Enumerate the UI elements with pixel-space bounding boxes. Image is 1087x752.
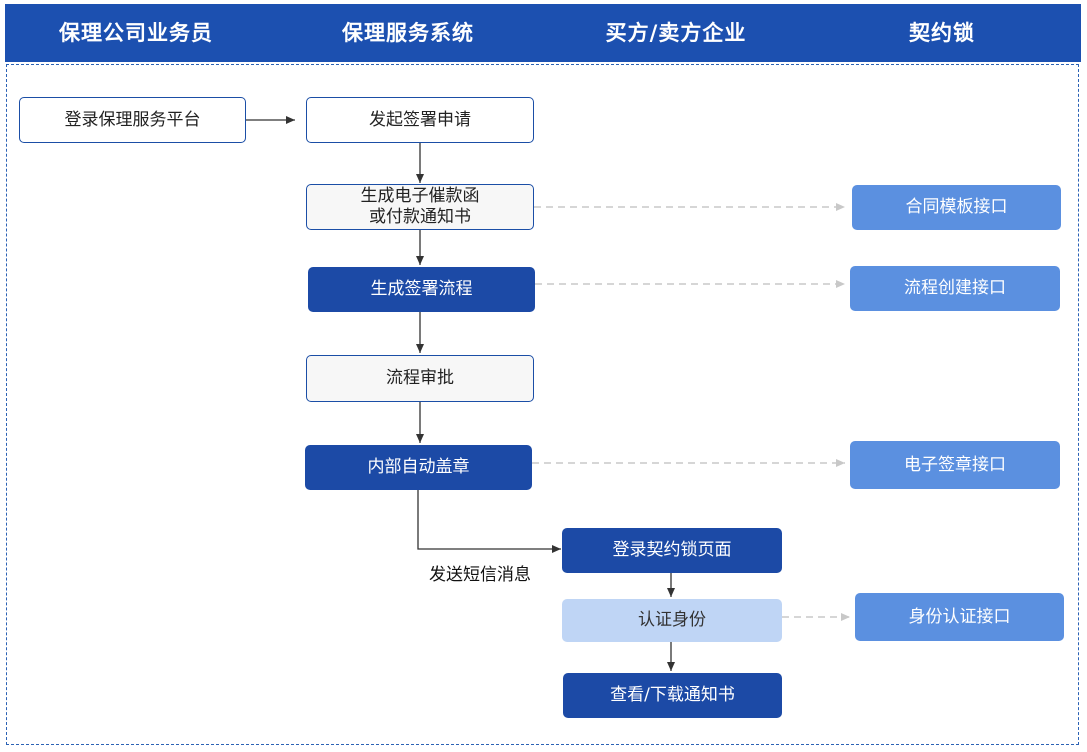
node-api-template: 合同模板接口	[852, 185, 1061, 230]
node-gen-letter-line1: 生成电子催款函	[360, 186, 480, 206]
node-view-download: 查看/下载通知书	[563, 673, 782, 718]
node-login-qys: 登录契约锁页面	[562, 528, 782, 573]
edge-seal-to-login-qys	[417, 490, 561, 553]
node-login-platform: 登录保理服务平台	[19, 97, 246, 143]
node-api-esign: 电子签章接口	[850, 441, 1060, 489]
node-start-sign: 发起签署申请	[306, 97, 534, 143]
lane-title-factoring-system: 保理服务系统	[342, 21, 474, 45]
lane-title-buyer-seller: 买方/卖方企业	[605, 21, 747, 45]
swimlane-header: 保理公司业务员 保理服务系统 买方/卖方企业 契约锁	[5, 4, 1081, 62]
edge-label-send-sms: 发送短信消息	[429, 565, 531, 585]
node-api-flow-create: 流程创建接口	[850, 266, 1060, 311]
node-gen-flow: 生成签署流程	[308, 267, 535, 312]
node-approval: 流程审批	[306, 355, 534, 402]
node-api-identity: 身份认证接口	[855, 593, 1064, 641]
node-gen-letter: 生成电子催款函 或付款通知书	[306, 184, 534, 230]
diagram-frame	[6, 64, 1079, 745]
lane-title-qiyuesuo: 契约锁	[909, 21, 975, 45]
node-gen-letter-line2: 或付款通知书	[369, 207, 471, 227]
lane-title-factoring-staff: 保理公司业务员	[59, 21, 213, 45]
node-verify-identity: 认证身份	[562, 599, 782, 642]
node-auto-seal: 内部自动盖章	[305, 445, 532, 490]
